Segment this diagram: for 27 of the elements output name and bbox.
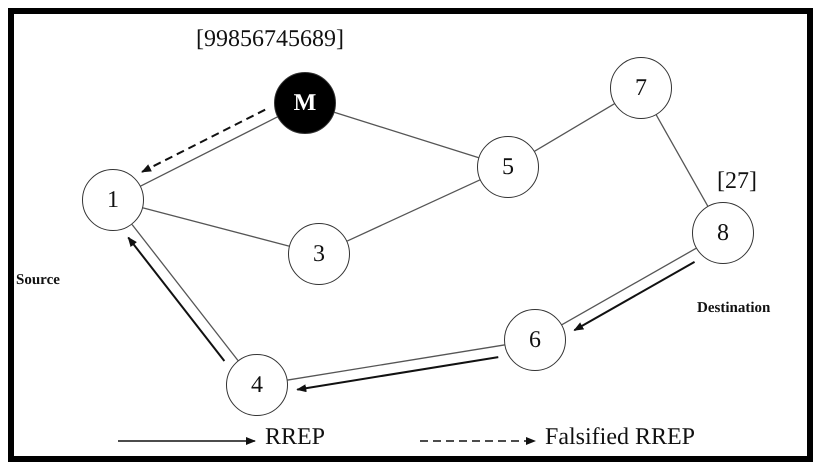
link-line bbox=[534, 103, 615, 152]
node-annotation: [99856745689] bbox=[196, 26, 344, 53]
link-line bbox=[346, 179, 480, 242]
legend-label: RREP bbox=[265, 424, 326, 451]
link-line bbox=[140, 116, 278, 187]
arrow bbox=[296, 356, 498, 392]
node-annotation: Source bbox=[16, 272, 60, 289]
node-circle: 4 bbox=[226, 354, 288, 416]
node-circle: 1 bbox=[82, 169, 144, 231]
node-circle: 3 bbox=[288, 223, 350, 285]
link-line bbox=[288, 344, 504, 381]
node-circle: 5 bbox=[477, 136, 539, 198]
arrow bbox=[573, 260, 696, 332]
node-circle: 6 bbox=[504, 309, 566, 371]
malicious-node-circle: M bbox=[274, 72, 336, 134]
link-line bbox=[562, 248, 696, 326]
arrow bbox=[127, 236, 226, 362]
link-line bbox=[142, 207, 290, 247]
link-line bbox=[334, 112, 479, 158]
node-annotation: Destination bbox=[697, 300, 770, 317]
link-line bbox=[656, 114, 708, 206]
arrow bbox=[141, 108, 266, 173]
legend-label: Falsified RREP bbox=[545, 424, 696, 451]
node-circle: 8 bbox=[692, 202, 754, 264]
link-line bbox=[132, 224, 238, 361]
node-annotation: [27] bbox=[717, 168, 757, 195]
node-circle: 7 bbox=[610, 57, 672, 119]
